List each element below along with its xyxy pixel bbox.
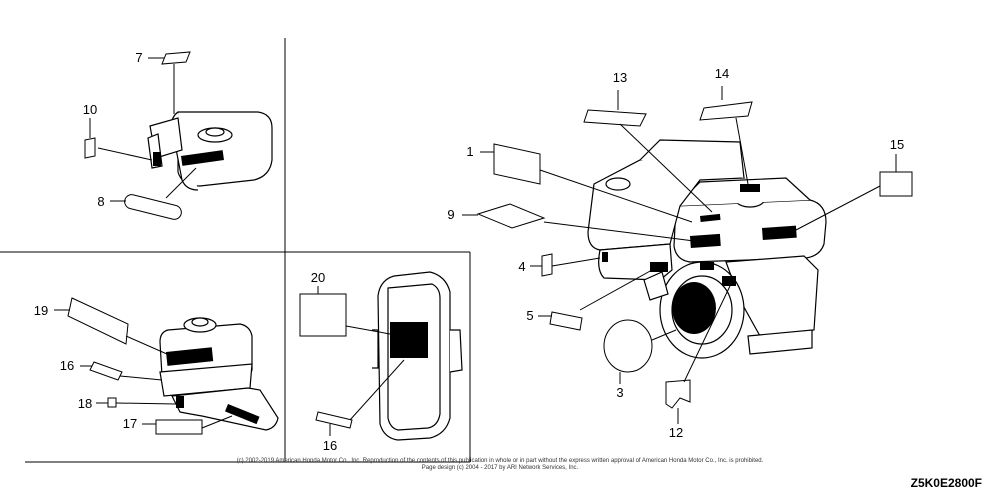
callout-labels: 1 3 4 5 7 8 9 10 12 13 14 15 16 16 17 18… bbox=[34, 50, 904, 453]
callout-16-muffler: 16 bbox=[323, 438, 337, 453]
label-19 bbox=[54, 297, 177, 359]
callout-17: 17 bbox=[123, 416, 137, 431]
callout-12: 12 bbox=[669, 425, 683, 440]
label-7 bbox=[148, 51, 191, 114]
callout-20: 20 bbox=[311, 270, 325, 285]
callout-13: 13 bbox=[613, 70, 627, 85]
label-18 bbox=[96, 397, 177, 408]
callout-3: 3 bbox=[616, 385, 623, 400]
label-4 bbox=[530, 253, 601, 277]
engine-assembly bbox=[587, 139, 827, 359]
page-design-credit: Page design (c) 2004 - 2017 by ARI Netwo… bbox=[421, 465, 579, 471]
label-16-left bbox=[80, 361, 163, 381]
label-10 bbox=[84, 118, 153, 161]
label-12 bbox=[665, 285, 731, 424]
air-cleaner-bottom-left bbox=[159, 317, 279, 431]
label-9 bbox=[462, 203, 703, 243]
label-3 bbox=[603, 319, 677, 384]
label-8 bbox=[110, 167, 197, 220]
label-1 bbox=[480, 143, 693, 223]
callout-8: 8 bbox=[97, 194, 104, 209]
label-13 bbox=[583, 90, 713, 213]
callout-14: 14 bbox=[715, 66, 729, 81]
callout-4: 4 bbox=[518, 259, 525, 274]
label-5 bbox=[538, 269, 653, 331]
label-20 bbox=[299, 286, 391, 337]
callout-15: 15 bbox=[890, 137, 904, 152]
callout-1: 1 bbox=[466, 144, 473, 159]
air-cleaner-top-left bbox=[147, 111, 273, 191]
label-16-muffler bbox=[315, 359, 405, 436]
muffler bbox=[372, 271, 463, 441]
callout-18: 18 bbox=[78, 396, 92, 411]
callout-10: 10 bbox=[83, 102, 97, 117]
label-17 bbox=[142, 415, 233, 435]
callout-16-left: 16 bbox=[60, 358, 74, 373]
callout-9: 9 bbox=[447, 207, 454, 222]
callout-7: 7 bbox=[135, 50, 142, 65]
copyright-notice: (c) 2002-2019 American Honda Motor Co., … bbox=[236, 458, 764, 464]
label-15 bbox=[795, 154, 913, 231]
callout-5: 5 bbox=[526, 308, 533, 323]
figure-code: Z5K0E2800F bbox=[910, 476, 982, 490]
panel-dividers bbox=[0, 38, 471, 463]
callout-19: 19 bbox=[34, 303, 48, 318]
label-14 bbox=[699, 86, 753, 185]
